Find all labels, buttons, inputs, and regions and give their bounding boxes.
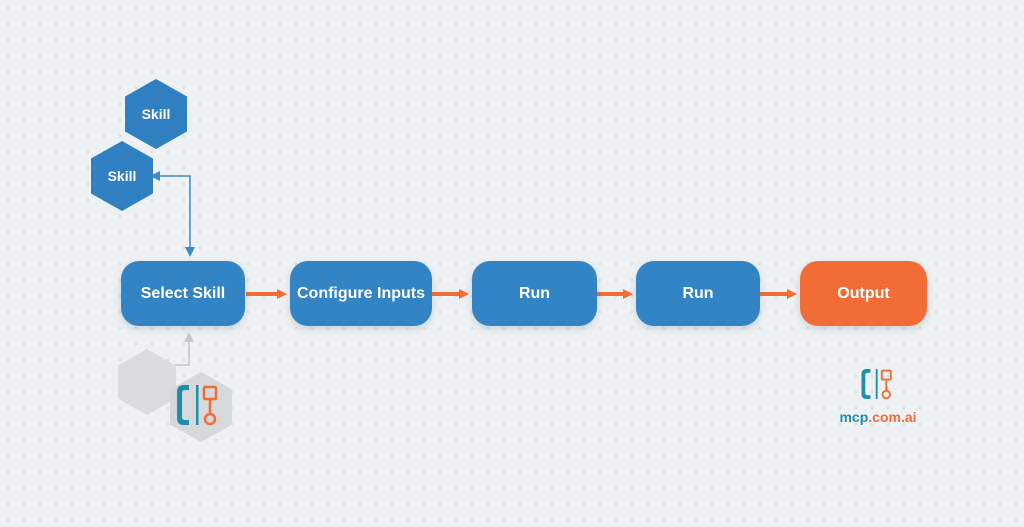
mcp-logo-icon <box>177 385 218 426</box>
skill-hexagon[interactable]: Skill <box>91 141 153 211</box>
output-node[interactable]: Output <box>800 261 927 326</box>
brand-logo: mcp.com.ai <box>828 366 928 425</box>
brand-domain-text: .com.ai <box>868 409 917 425</box>
configure-inputs-node[interactable]: Configure Inputs <box>290 261 432 326</box>
run-node[interactable]: Run <box>472 261 597 326</box>
brand-mcp-text: mcp <box>839 409 869 425</box>
select-skill-label: Select Skill <box>140 284 226 302</box>
skill-connector-arrow <box>150 171 195 257</box>
mcp-logo-icon <box>861 369 892 400</box>
grey-connector-arrow <box>174 332 194 366</box>
run-label: Run <box>518 284 551 302</box>
run-node[interactable]: Run <box>636 261 760 326</box>
brand-name: mcp.com.ai <box>828 409 928 425</box>
select-skill-node[interactable]: Select Skill <box>121 261 245 326</box>
output-label: Output <box>837 284 890 302</box>
skill-hexagon-label: Skill <box>107 168 137 184</box>
skill-hexagon-label: Skill <box>141 106 171 122</box>
configure-inputs-label: Configure Inputs <box>297 284 425 302</box>
run-label: Run <box>682 284 714 302</box>
